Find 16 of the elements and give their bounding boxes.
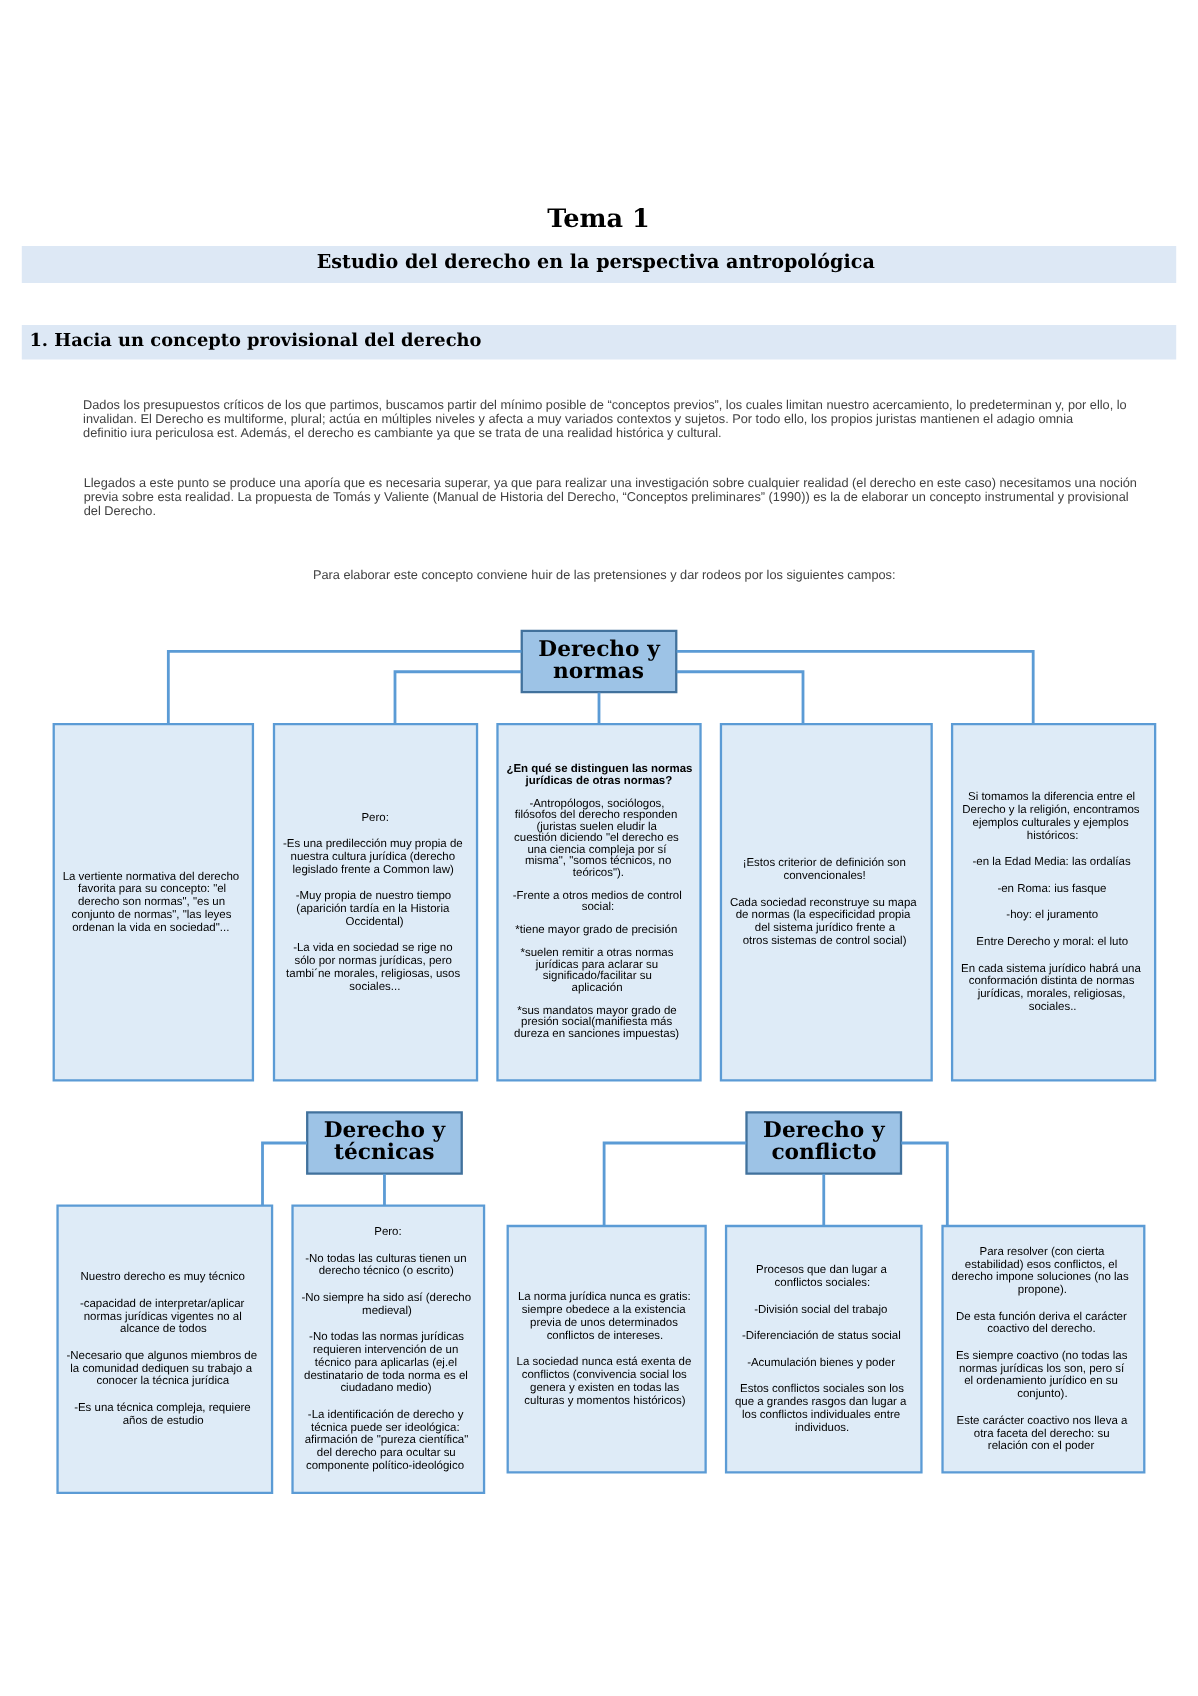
connector bbox=[166, 649, 522, 724]
connector bbox=[676, 670, 805, 725]
connector bbox=[261, 1141, 307, 1206]
connector bbox=[602, 1141, 747, 1226]
connector bbox=[901, 1141, 949, 1226]
label: 1. Hacia un concepto provisional del derecho bbox=[29, 332, 482, 353]
connector bbox=[597, 692, 601, 725]
node-box: Derecho y técnicas bbox=[306, 1111, 463, 1175]
label: Estudio del derecho en la perspectiva antropológica bbox=[316, 252, 875, 275]
connector bbox=[676, 649, 1035, 724]
diagram-title: Tema 1 bbox=[547, 205, 650, 236]
connector bbox=[822, 1173, 826, 1226]
connector bbox=[393, 670, 522, 725]
node-box: Derecho y normas bbox=[520, 629, 678, 694]
node-box: Derecho y conflicto bbox=[745, 1111, 903, 1175]
connector bbox=[383, 1173, 386, 1206]
